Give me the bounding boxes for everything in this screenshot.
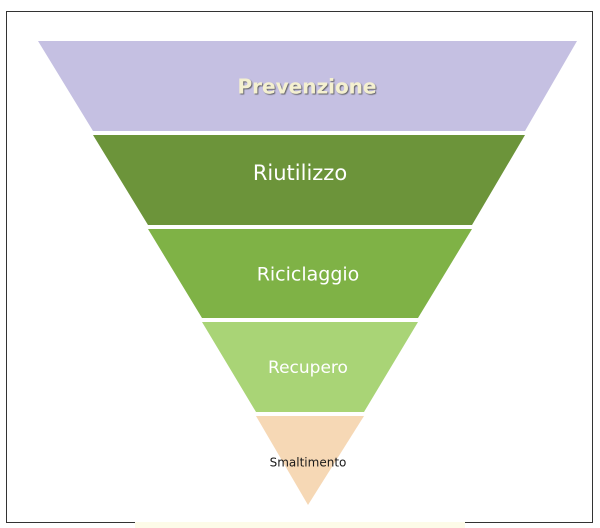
level-prevenzione-band [38,41,577,131]
level-riutilizzo-label: Riutilizzo [253,161,347,185]
level-recupero-band [202,322,418,412]
bottom-edge-strip [135,522,465,528]
level-smaltimento-band [256,416,364,505]
level-riciclaggio-label: Riciclaggio [257,264,360,286]
level-riciclaggio-band [148,229,472,318]
level-prevenzione-label: Prevenzione [238,75,377,99]
level-smaltimento-label: Smaltimento [270,456,347,470]
level-riutilizzo-band [93,135,525,225]
level-recupero-label: Recupero [268,358,348,378]
